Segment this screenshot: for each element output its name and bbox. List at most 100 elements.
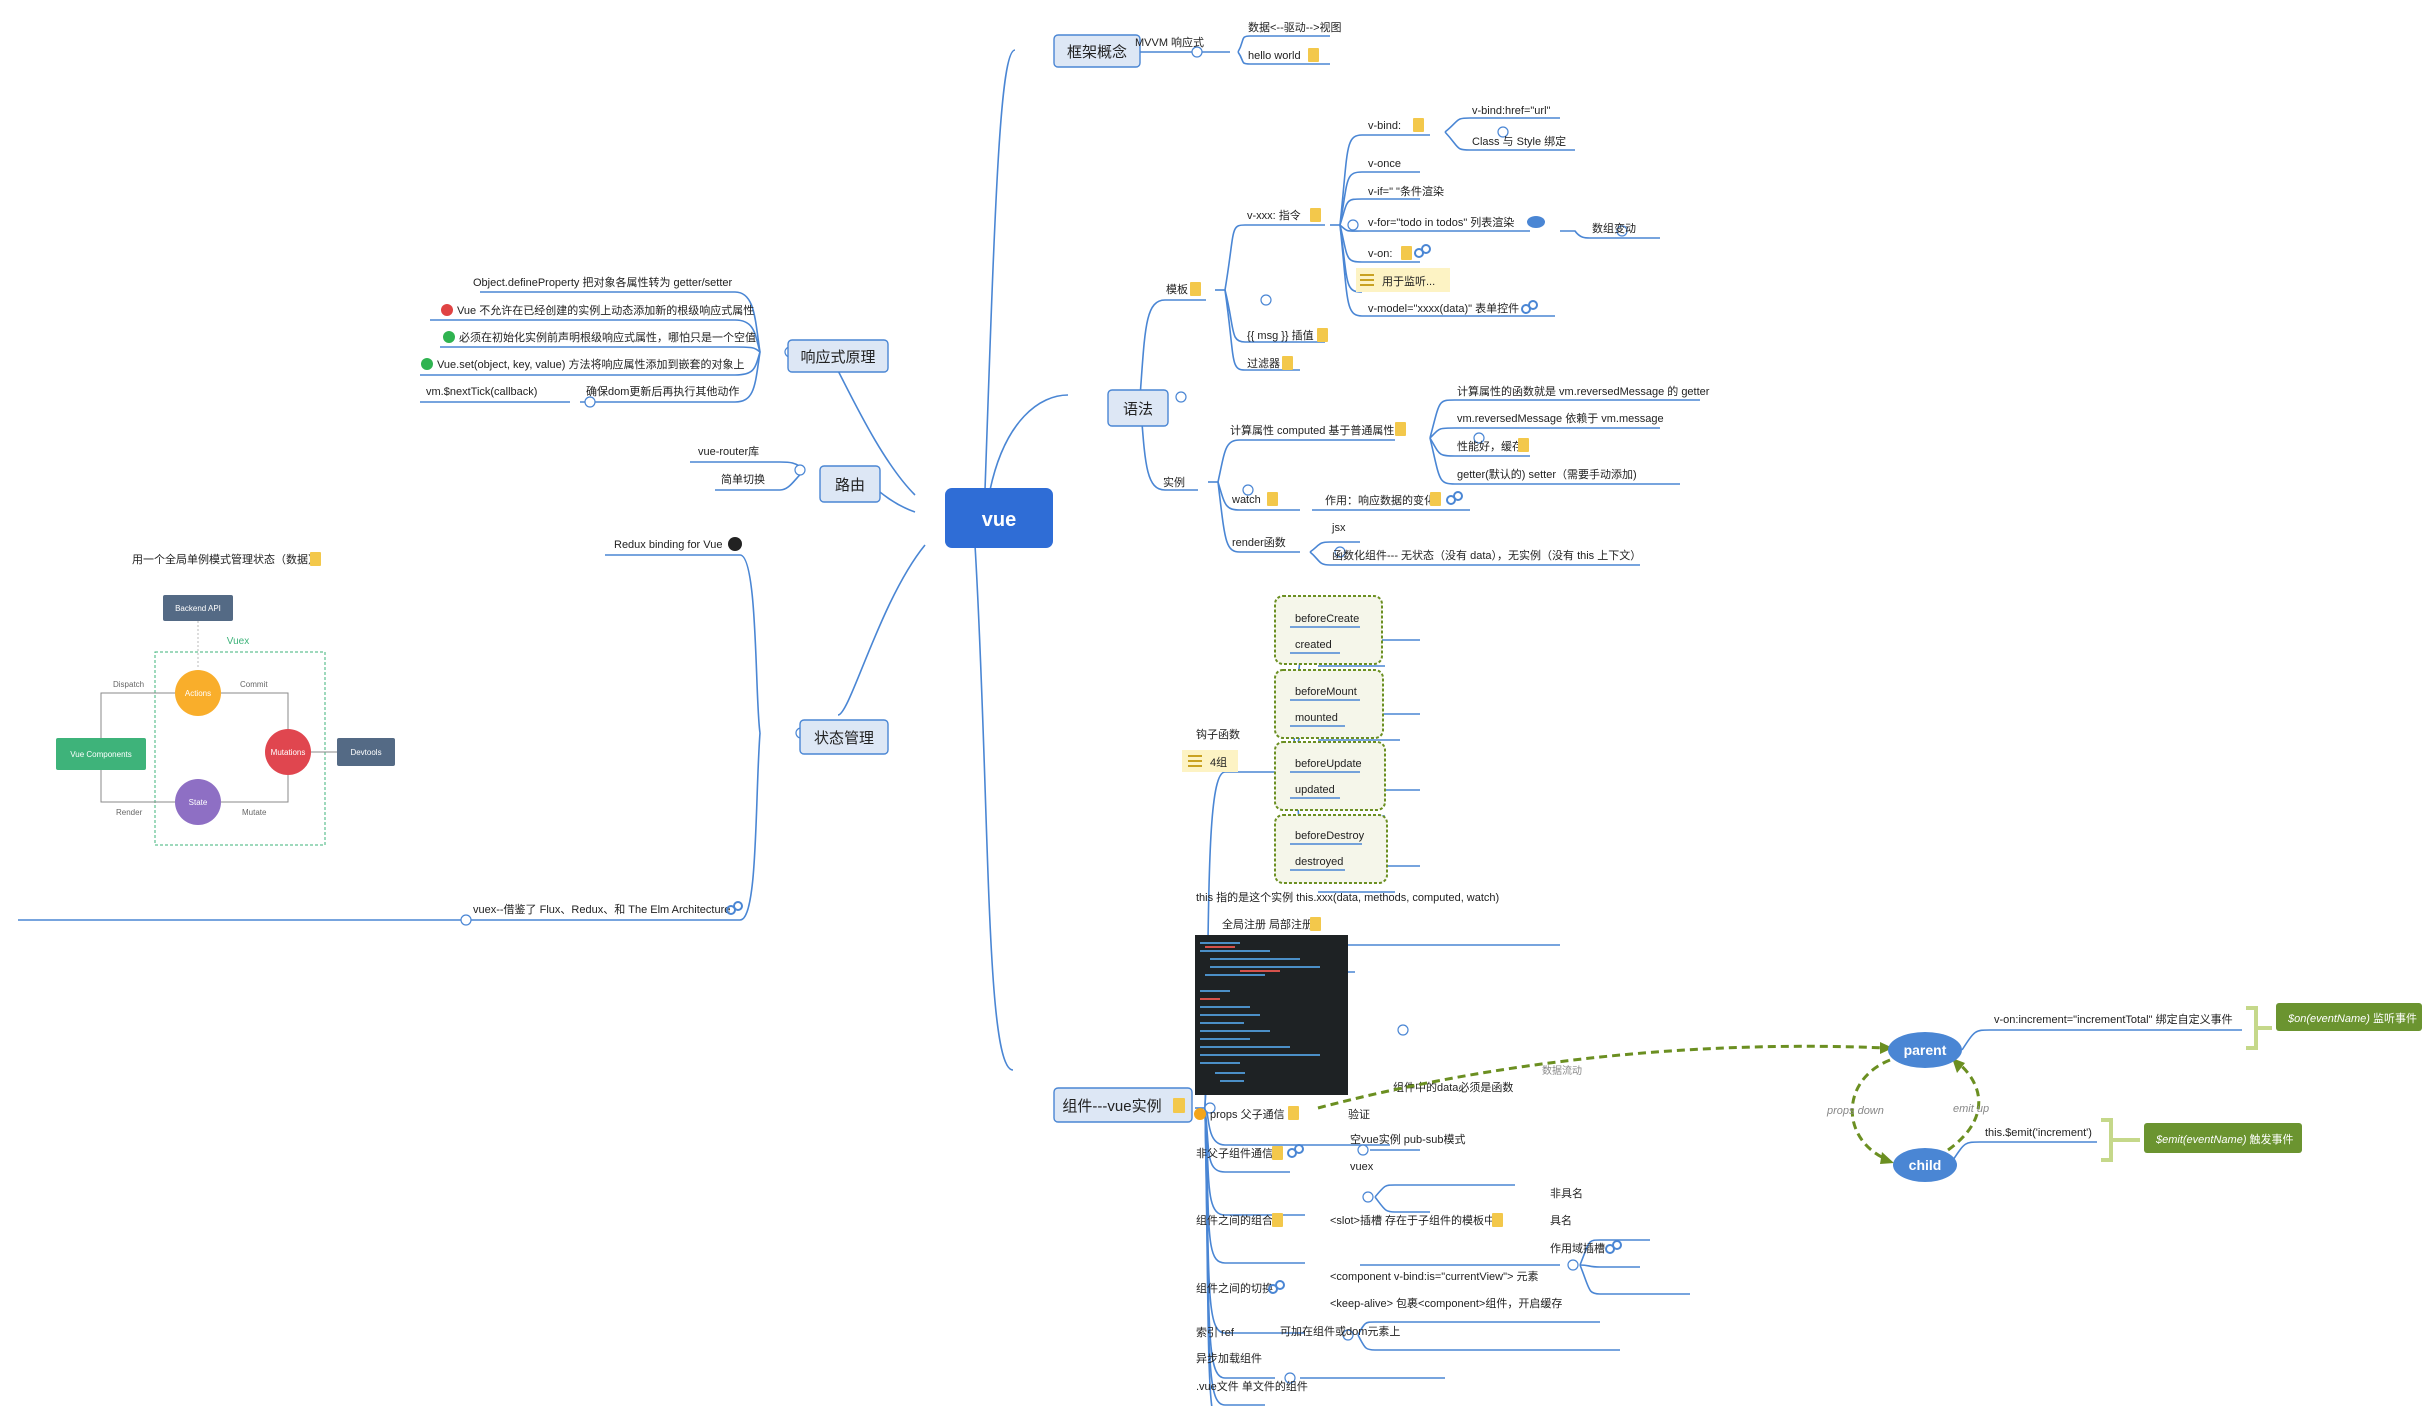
reactive-r5b-label: vm.$nextTick(callback) bbox=[426, 386, 537, 398]
note-icon bbox=[1492, 1213, 1503, 1227]
hook-group-3 bbox=[1274, 741, 1386, 811]
hooks-note: 4组 bbox=[1182, 750, 1238, 772]
vif-label: v-if=" "条件渲染 bbox=[1368, 184, 1444, 198]
watch-label: watch bbox=[1231, 494, 1261, 506]
vbind-href-label: v-bind:href="url" bbox=[1472, 105, 1551, 117]
template-label: 模板 bbox=[1166, 282, 1188, 296]
hook-group-1 bbox=[1274, 595, 1383, 665]
computed-c2-label: vm.reversedMessage 依赖于 vm.message bbox=[1457, 412, 1664, 425]
computed-c1-label: 计算属性的函数就是 vm.reversedMessage 的 getter bbox=[1457, 384, 1710, 398]
on-event-tag-name: $on(eventName) bbox=[2287, 1013, 2370, 1025]
root-node[interactable]: vue bbox=[945, 488, 1053, 548]
branch-framework[interactable]: 框架概念 bbox=[1053, 34, 1141, 68]
slot-label: <slot>插槽 存在于子组件的模板中 bbox=[1330, 1213, 1495, 1227]
on-event-tag-text: 监听事件 bbox=[2370, 1012, 2417, 1025]
computed-c3-label: 性能好，缓存 bbox=[1457, 439, 1523, 453]
check-icon bbox=[421, 358, 433, 370]
branch-router[interactable]: 路由 bbox=[819, 465, 881, 503]
note-icon bbox=[1272, 1213, 1283, 1227]
branch-reactive[interactable]: 响应式原理 bbox=[787, 339, 889, 373]
router2-label: 简单切换 bbox=[721, 472, 765, 486]
hello-label: hello world bbox=[1248, 50, 1301, 62]
vuex-diagram: Vuex Backend API Actions Mutations State… bbox=[56, 595, 395, 846]
note-icon bbox=[1288, 1106, 1299, 1120]
note-icon bbox=[1413, 118, 1424, 132]
switch1-label: <component v-bind:is="currentView"> 元素 bbox=[1330, 1270, 1538, 1283]
note-icon bbox=[1395, 422, 1406, 436]
vuex-desc-label: vuex--借鉴了 Flux、Redux、和 The Elm Architect… bbox=[473, 903, 730, 916]
vuex-devtools: Devtools bbox=[350, 748, 381, 757]
listen-label: 用于监听... bbox=[1382, 275, 1435, 288]
async-label: 异步加载组件 bbox=[1196, 1351, 1262, 1365]
vuex-commit: Commit bbox=[240, 680, 268, 689]
connector-lines bbox=[18, 35, 1700, 1406]
hook-item: mounted bbox=[1295, 712, 1338, 724]
note-icon bbox=[1173, 1098, 1185, 1113]
vuex-label: vuex bbox=[1350, 1161, 1374, 1173]
hook-item: updated bbox=[1295, 784, 1335, 796]
vmodel-label: v-model="xxxx(data)" 表单控件 bbox=[1368, 301, 1519, 315]
state-note-label: 用一个全局单例模式管理状态（数据） bbox=[132, 552, 319, 566]
von-label: v-on: bbox=[1368, 248, 1392, 260]
comment-icon bbox=[1527, 216, 1545, 228]
listen-note: 用于监听... bbox=[1356, 268, 1450, 292]
redux-label: Redux binding for Vue bbox=[614, 539, 722, 551]
note-icon bbox=[1308, 48, 1319, 62]
class-style-label: Class 与 Style 绑定 bbox=[1472, 134, 1566, 148]
note-icon bbox=[1310, 208, 1321, 222]
collapse-toggles bbox=[460, 46, 1628, 1384]
info-icon bbox=[1194, 1108, 1206, 1120]
ref-c-label: 可加在组件或dom元素上 bbox=[1280, 1324, 1400, 1338]
vuex-actions: Actions bbox=[185, 689, 211, 698]
branch-syntax-label: 语法 bbox=[1123, 401, 1153, 418]
github-icon bbox=[728, 537, 742, 551]
hook-item: beforeMount bbox=[1295, 686, 1357, 698]
watch-c-label: 作用：响应数据的变化 bbox=[1325, 493, 1435, 507]
von-increment-label: v-on:increment="incrementTotal" 绑定自定义事件 bbox=[1994, 1012, 2233, 1026]
hook-item: created bbox=[1295, 639, 1332, 651]
hook-item: beforeUpdate bbox=[1295, 758, 1362, 770]
error-icon bbox=[441, 304, 453, 316]
slot2-label: 具名 bbox=[1550, 1213, 1572, 1227]
computed-c4-label: getter(默认的) setter（需要手动添加) bbox=[1457, 467, 1637, 481]
emit-increment-label: this.$emit('increment') bbox=[1985, 1127, 2092, 1139]
hook-group-4 bbox=[1274, 814, 1388, 884]
props-label: props 父子通信 bbox=[1210, 1108, 1285, 1121]
check-icon bbox=[443, 331, 455, 343]
note-icon bbox=[1401, 246, 1412, 260]
hook-item: beforeDestroy bbox=[1295, 830, 1365, 842]
instance-label: 实例 bbox=[1163, 475, 1185, 489]
computed-label: 计算属性 computed 基于普通属性 bbox=[1230, 423, 1394, 437]
vuex-components: Vue Components bbox=[70, 750, 132, 759]
link-icon bbox=[1521, 300, 1538, 314]
branch-component-label: 组件---vue实例 bbox=[1062, 1098, 1161, 1115]
code-screenshot bbox=[1195, 935, 1348, 1095]
link-icon bbox=[726, 901, 743, 915]
branch-state[interactable]: 状态管理 bbox=[799, 719, 889, 755]
vuex-render: Render bbox=[116, 808, 143, 817]
interp-label: {{ msg }} 插值 bbox=[1247, 328, 1314, 342]
vuex-dispatch: Dispatch bbox=[113, 680, 144, 689]
note-icon bbox=[310, 552, 321, 566]
vfor-label: v-for="todo in todos" 列表渲染 bbox=[1368, 215, 1514, 229]
jsx-label: jsx bbox=[1331, 522, 1346, 534]
nonparent-label: 非父子组件通信 bbox=[1196, 1146, 1273, 1160]
vuex-title: Vuex bbox=[227, 636, 249, 647]
note-icon bbox=[1272, 1146, 1283, 1160]
vonce-label: v-once bbox=[1368, 158, 1401, 170]
note-icon bbox=[1430, 492, 1441, 506]
reactive-r3-label: 必须在初始化实例前声明根级响应式属性，哪怕只是一个空值 bbox=[459, 330, 756, 344]
note-icon bbox=[1317, 328, 1328, 342]
ref-label: 索引 ref bbox=[1196, 1325, 1235, 1339]
vuex-mutations: Mutations bbox=[271, 748, 306, 757]
mvvm-label: MVVM 响应式 bbox=[1135, 35, 1204, 49]
branch-component[interactable]: 组件---vue实例 bbox=[1053, 1087, 1193, 1123]
branch-syntax[interactable]: 语法 bbox=[1107, 389, 1169, 427]
parent-node: parent bbox=[1904, 1042, 1947, 1058]
compose-label: 组件之间的组合 bbox=[1196, 1213, 1273, 1227]
branch-router-label: 路由 bbox=[835, 477, 865, 494]
link-icon bbox=[1268, 1280, 1285, 1294]
render-label: render函数 bbox=[1232, 536, 1286, 549]
this-is-label: this 指的是这个实例 this.xxx(data, methods, com… bbox=[1196, 890, 1499, 904]
hook-item: beforeCreate bbox=[1295, 613, 1359, 625]
